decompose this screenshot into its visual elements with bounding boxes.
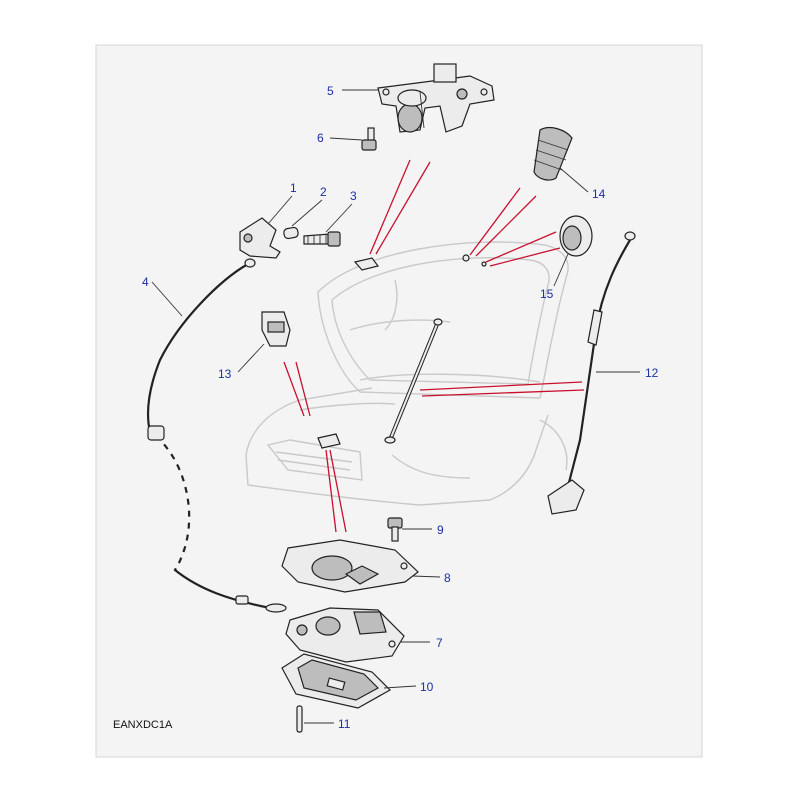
diagram-frame (95, 44, 703, 758)
vehicle-ghost-outline (245, 241, 569, 506)
bolt-part-6 (361, 127, 377, 151)
callout-4: 4 (142, 275, 149, 289)
hood-support-strut (384, 318, 443, 444)
bolt-part-9 (387, 517, 403, 542)
callout-7: 7 (436, 636, 443, 650)
callout-5: 5 (327, 84, 334, 98)
clip-part-13 (261, 311, 291, 347)
tray-part-10 (281, 653, 391, 709)
grille-latch-on-vehicle (317, 433, 341, 449)
hood-lock-part-5 (377, 63, 495, 133)
release-lever-part-1 (239, 217, 281, 259)
callout-13: 13 (218, 367, 232, 381)
hood-striker-on-vehicle (353, 257, 380, 271)
rubber-boot-part-14 (533, 126, 573, 181)
callout-3: 3 (350, 189, 357, 203)
drawing-code: EANXDC1A (113, 719, 173, 731)
prop-rod-part-12 (547, 231, 636, 515)
callout-12: 12 (645, 366, 659, 380)
location-pointers (283, 159, 585, 533)
callout-10: 10 (420, 680, 434, 694)
release-cable-part-4 (146, 258, 287, 613)
callout-11: 11 (338, 717, 351, 731)
buffer-part-15 (559, 215, 593, 257)
callout-8: 8 (444, 571, 451, 585)
callout-2: 2 (320, 185, 327, 199)
buffer-on-vehicle (462, 254, 487, 267)
callout-leaders (151, 89, 640, 724)
pin-part-11 (296, 705, 303, 733)
callout-1: 1 (290, 181, 297, 195)
pin-part-2 (283, 226, 299, 240)
lock-plate-part-8 (281, 539, 419, 593)
callout-labels: 5 6 1 2 3 4 13 14 15 12 9 8 7 10 11 (142, 84, 659, 731)
callout-6: 6 (317, 131, 324, 145)
screw-part-3 (303, 231, 341, 247)
callout-15: 15 (540, 287, 554, 301)
callout-9: 9 (437, 523, 444, 537)
callout-14: 14 (592, 187, 606, 201)
latch-mechanism-part-7 (285, 607, 405, 663)
